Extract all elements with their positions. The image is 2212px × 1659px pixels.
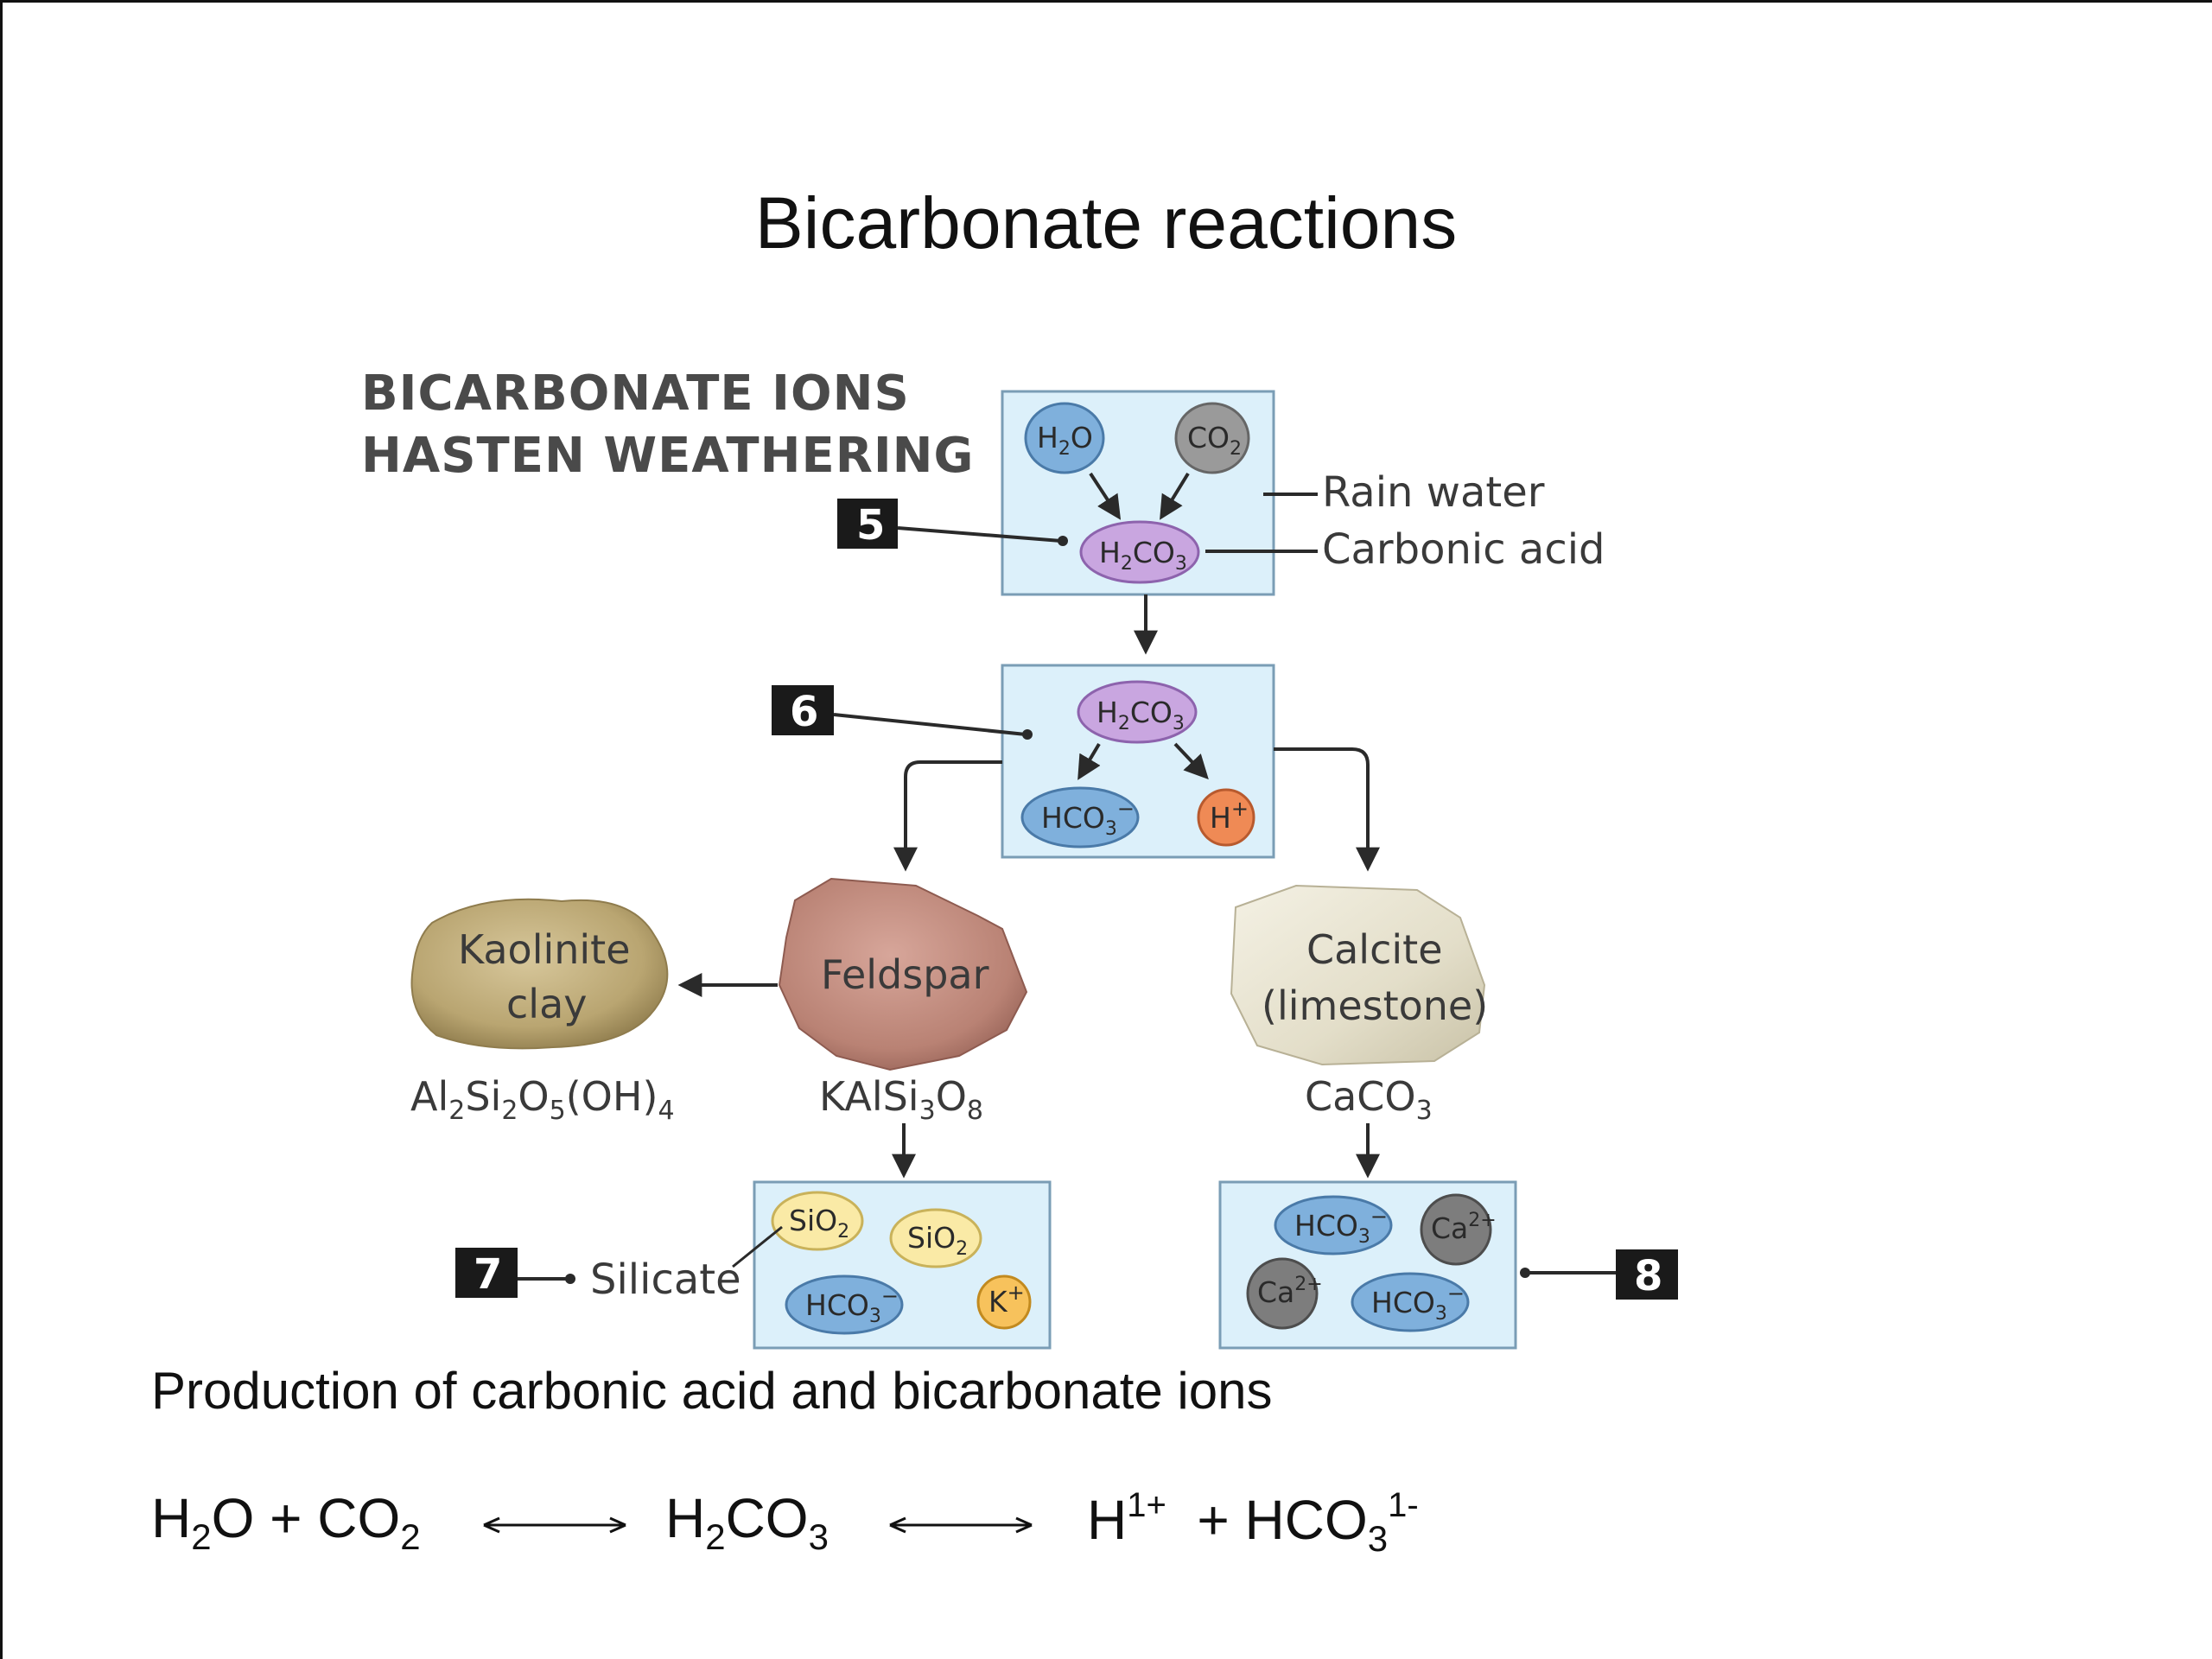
- h2co3-molecule-top: H2CO3: [1079, 520, 1200, 584]
- svg-text:HCO3−: HCO3−: [1371, 1281, 1465, 1325]
- diagram-header-line1: BICARBONATE IONS: [361, 365, 910, 422]
- step-5-badge: [837, 499, 898, 549]
- step-6-badge: [772, 685, 834, 735]
- equation-products: H1+ + HCO31-: [1087, 1486, 1419, 1559]
- carbonic-acid-label: Carbonic acid: [1322, 525, 1605, 574]
- branch-arrow-calcite: [1274, 747, 1380, 872]
- step-8-number: 8: [1634, 1252, 1662, 1300]
- svg-text:SiO2: SiO2: [907, 1221, 968, 1260]
- ca2-ion-1: Ca2+: [1420, 1193, 1497, 1266]
- calcite-label-2: (limestone): [1262, 982, 1488, 1029]
- svg-text:SiO2: SiO2: [789, 1204, 849, 1243]
- slide-caption: Production of carbonic acid and bicarbon…: [151, 1362, 1273, 1420]
- equilibrium-arrow-1: [483, 1516, 626, 1534]
- slide-title: Bicarbonate reactions: [754, 182, 1458, 264]
- sio2-molecule-1: SiO2: [771, 1191, 864, 1251]
- calcite-rock: [1230, 884, 1486, 1066]
- svg-text:Ca2+: Ca2+: [1431, 1210, 1497, 1245]
- co2-molecule: CO2: [1174, 402, 1250, 474]
- h-plus-arrow: [1173, 742, 1209, 780]
- silicate-leader: [732, 1225, 783, 1268]
- diagram-header-line2: HASTEN WEATHERING: [361, 428, 974, 484]
- h2co3-molecule-mid: H2CO3: [1077, 680, 1198, 744]
- svg-text:K+: K+: [988, 1281, 1025, 1319]
- sio2-molecule-2: SiO2: [889, 1208, 982, 1268]
- feldspar-label: Feldspar: [821, 951, 989, 998]
- hco3-ion-mid: HCO3−: [1020, 786, 1140, 849]
- equilibrium-arrow-2: [889, 1516, 1033, 1534]
- branch-arrow-feldspar: [893, 760, 1002, 872]
- svg-text:H2CO3: H2CO3: [1096, 696, 1185, 734]
- svg-text:CO2: CO2: [1187, 421, 1242, 460]
- step-5-leader: [897, 526, 1062, 543]
- step-5-number: 5: [856, 501, 885, 550]
- hco3-ion-calcite-2: HCO3−: [1351, 1272, 1470, 1332]
- step-6-leader: [833, 713, 1027, 736]
- step-7-badge: [455, 1248, 518, 1298]
- svg-text:H2CO3: H2CO3: [1099, 536, 1187, 575]
- kaolinite-rock: [410, 898, 669, 1050]
- hco3-ion-calcite-1: HCO3−: [1274, 1195, 1393, 1255]
- kaolinite-label-1: Kaolinite: [458, 926, 631, 973]
- calcite-formula: CaCO3: [1305, 1073, 1433, 1126]
- h-plus-ion: H+: [1197, 788, 1255, 847]
- silicate-label: Silicate: [590, 1255, 741, 1304]
- k-plus-ion: K+: [976, 1274, 1032, 1330]
- feldspar-rock: [778, 877, 1028, 1071]
- h2o-arrow: [1089, 472, 1122, 520]
- svg-text:HCO3−: HCO3−: [1294, 1205, 1388, 1248]
- step-6-number: 6: [790, 688, 818, 736]
- feldspar-formula: KAlSi3O8: [819, 1073, 983, 1126]
- equation-carbonic-acid: H2CO3: [665, 1487, 829, 1557]
- svg-text:Ca2+: Ca2+: [1257, 1274, 1323, 1309]
- kaolinite-label-2: clay: [506, 981, 587, 1027]
- step-8-badge: [1616, 1249, 1678, 1300]
- svg-text:H2O: H2O: [1037, 421, 1093, 460]
- svg-text:HCO3−: HCO3−: [1041, 797, 1135, 840]
- step-7-number: 7: [474, 1250, 502, 1299]
- kaolinite-formula: Al2Si2O5(OH)4: [410, 1073, 675, 1126]
- svg-text:H+: H+: [1210, 797, 1249, 835]
- ca2-ion-2: Ca2+: [1246, 1257, 1323, 1330]
- hco3-arrow: [1077, 742, 1101, 780]
- h2o-molecule: H2O: [1024, 402, 1105, 474]
- rain-water-label: Rain water: [1322, 468, 1545, 517]
- hco3-ion-silicate: HCO3−: [785, 1274, 904, 1335]
- co2-arrow: [1160, 472, 1190, 520]
- calcite-label-1: Calcite: [1306, 926, 1443, 973]
- svg-text:HCO3−: HCO3−: [805, 1284, 899, 1327]
- equation-reactants: H2O + CO2: [151, 1487, 421, 1557]
